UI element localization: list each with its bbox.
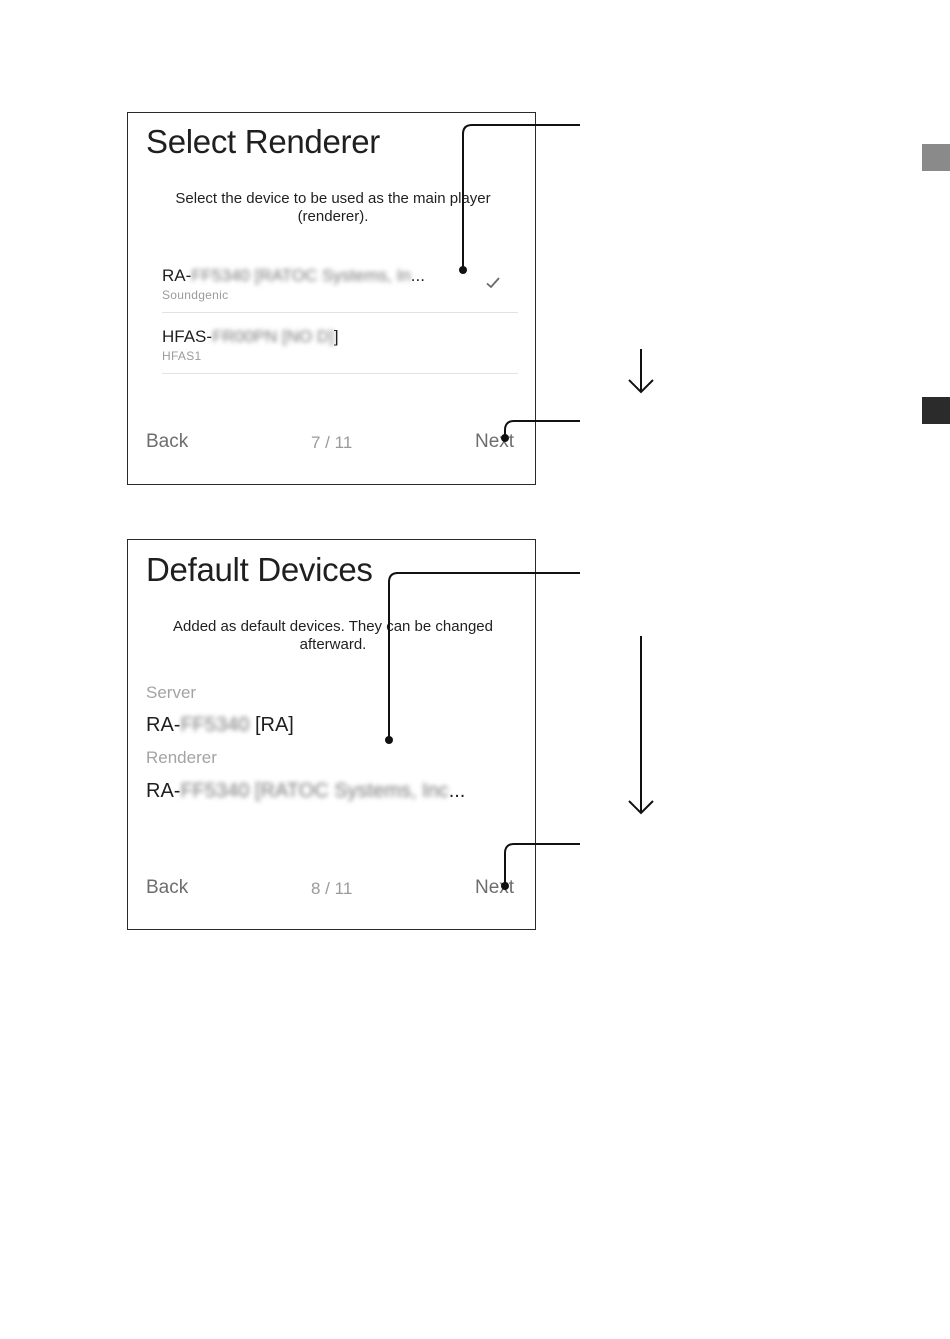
next-button[interactable]: Next: [475, 877, 515, 898]
obscured-text: FF5340: [180, 714, 250, 736]
section-tab-light: [922, 144, 950, 171]
next-button[interactable]: Next: [475, 431, 515, 452]
page-title: Select Renderer: [146, 123, 380, 160]
device-name: HFAS-FR00PN [NO D]]: [162, 327, 339, 346]
back-button[interactable]: Back: [146, 877, 189, 898]
list-item-device-2[interactable]: HFAS-FR00PN [NO D]] HFAS1: [162, 313, 518, 374]
device-model: HFAS1: [162, 349, 202, 363]
renderer-value: RA-FF5340 [RATOC Systems, Inc...: [146, 780, 466, 802]
obscured-text: FF5340 [RATOC Systems, In: [191, 266, 411, 285]
page-title: Default Devices: [146, 551, 373, 588]
device-model: Soundgenic: [162, 288, 229, 302]
checkmark-icon: [486, 277, 500, 289]
server-label: Server: [146, 683, 197, 702]
device-name: RA-FF5340 [RATOC Systems, In...: [162, 266, 425, 285]
obscured-text: FR00PN [NO D]: [212, 327, 334, 346]
section-tab-dark: [922, 397, 950, 424]
page-description: Added as default devices. They can be ch…: [173, 618, 493, 653]
page-indicator: 8 / 11: [311, 879, 353, 898]
back-button[interactable]: Back: [146, 431, 189, 452]
page-description: Select the device to be used as the main…: [175, 190, 491, 225]
select-renderer-screen: Select Renderer Select the device to be …: [127, 112, 536, 485]
renderer-label: Renderer: [146, 748, 217, 767]
page-indicator: 7 / 11: [311, 433, 353, 452]
server-value: RA-FF5340 [RA]: [146, 714, 294, 736]
list-item-device-1[interactable]: RA-FF5340 [RATOC Systems, In... Soundgen…: [162, 252, 518, 313]
down-arrow-icon: [628, 349, 654, 394]
down-arrow-icon: [628, 636, 654, 815]
obscured-text: FF5340 [RATOC Systems, Inc: [180, 780, 449, 802]
default-devices-screen: Default Devices Added as default devices…: [127, 539, 536, 930]
